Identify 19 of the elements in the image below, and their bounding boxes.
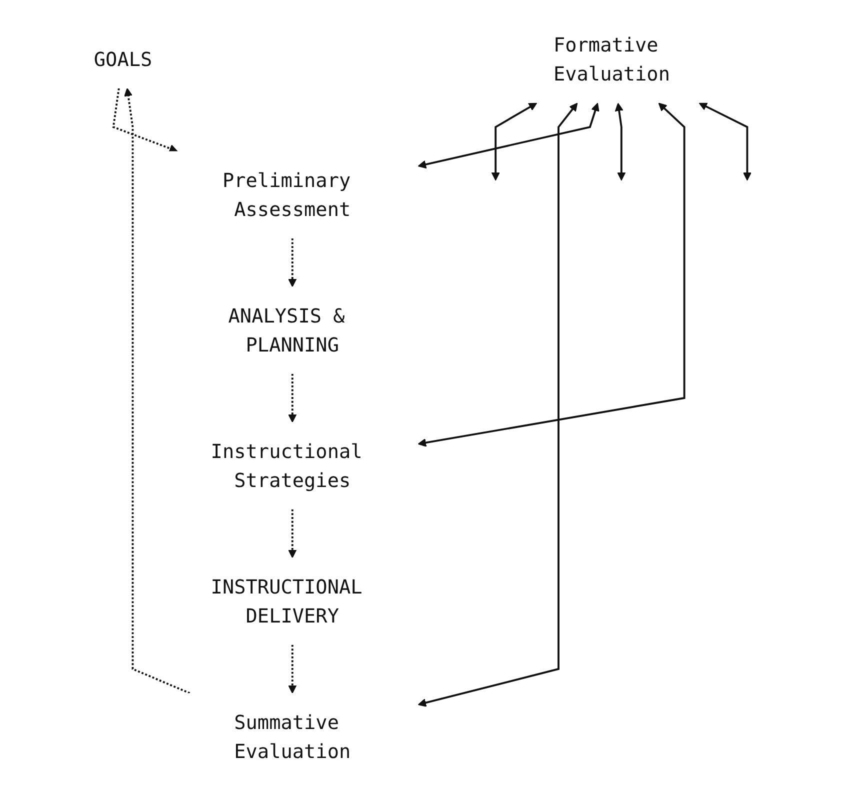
arrow — [288, 644, 298, 694]
node-text: Instructional Strategies — [211, 440, 363, 492]
node-text: Summative Evaluation — [234, 710, 352, 763]
node-text: INSTRUCTIONAL DELIVERY — [211, 575, 363, 628]
arrow — [288, 509, 298, 558]
arrow — [288, 374, 298, 423]
arrow — [418, 102, 578, 707]
arrow — [288, 238, 298, 288]
arrow — [418, 102, 600, 169]
arrow — [418, 102, 686, 447]
arrow — [124, 88, 191, 694]
arrow — [699, 102, 752, 181]
node-text: ANALYSIS & PLANNING — [228, 304, 346, 356]
node-text: Formative Evaluation — [554, 33, 670, 86]
arrow — [112, 88, 178, 152]
arrow — [615, 102, 626, 181]
node-text: Preliminary Assessment — [222, 168, 352, 221]
arrow — [492, 102, 538, 181]
node-text: GOALS — [94, 48, 153, 71]
